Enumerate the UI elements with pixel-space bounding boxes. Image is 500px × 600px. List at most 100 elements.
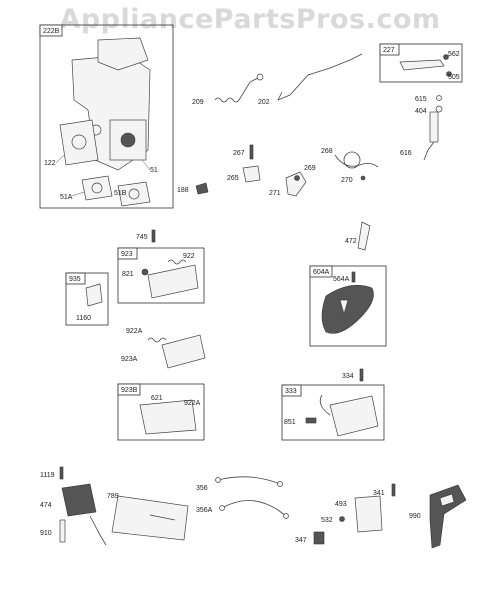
group-333-frame	[281, 384, 385, 441]
callout-474: 474	[40, 502, 52, 509]
wire-356-part	[217, 476, 281, 485]
callout-265: 265	[227, 175, 239, 182]
group-923: 923 821 922	[117, 247, 205, 304]
group-222B-tag	[39, 24, 63, 37]
callout-268: 268	[321, 148, 333, 155]
wire-356A-end-b	[283, 513, 289, 519]
group-333: 333 851	[281, 384, 385, 441]
leader-51	[141, 159, 151, 171]
wire-parts: 356 356A	[196, 476, 289, 519]
callout-1160: 1160	[76, 315, 91, 322]
callout-222B: 222B	[43, 28, 60, 35]
gasket-51A-hole	[91, 182, 103, 194]
callout-922A: 922A	[126, 328, 143, 335]
ignition-parts: 1119 474 910	[40, 466, 107, 546]
callout-188: 188	[177, 187, 189, 194]
screw-269-part	[294, 175, 300, 181]
callout-404: 404	[415, 108, 427, 115]
callout-616: 616	[400, 150, 412, 157]
clip-347-part	[313, 531, 325, 545]
callout-923A: 923A	[121, 356, 138, 363]
clip-270-part	[360, 175, 366, 181]
spring-209-part	[214, 77, 259, 103]
callout-621: 621	[151, 395, 163, 402]
part-789: 789	[107, 493, 189, 541]
callout-51A: 51A	[60, 194, 73, 201]
callout-604A: 604A	[313, 269, 330, 276]
washer-404-part	[435, 105, 443, 113]
callout-341: 341	[373, 490, 385, 497]
group-923-tag	[117, 247, 138, 260]
governor-parts: 267 265 188 268 269 271 270	[177, 144, 379, 197]
group-923-frame	[117, 247, 205, 304]
callout-935: 935	[69, 276, 81, 283]
group-923B-frame	[117, 383, 205, 441]
callout-356A: 356A	[196, 507, 213, 514]
shaft-616-body	[429, 111, 439, 143]
callout-209: 209	[192, 99, 204, 106]
rod-472-part	[357, 221, 371, 251]
callout-472: 472	[345, 238, 357, 245]
spring-209-end	[256, 73, 264, 81]
armature-333-wire	[319, 394, 331, 416]
group-935-tag	[65, 272, 86, 285]
handle-990-part	[429, 484, 467, 549]
callout-267: 267	[233, 150, 245, 157]
plate-493-part	[354, 495, 383, 533]
governor-923A-part	[161, 334, 206, 369]
leader-122	[55, 154, 65, 164]
cover-604A-part	[321, 285, 374, 334]
screw-564A-part	[351, 271, 356, 283]
group-333-tag	[281, 384, 302, 397]
group-923B-tag	[117, 383, 141, 396]
clip-188-part	[195, 182, 209, 195]
bracket-top-part	[97, 37, 149, 71]
wire-356-end-b	[277, 481, 283, 487]
callout-745: 745	[136, 234, 148, 241]
wire-356A-part	[221, 500, 287, 517]
bracket-parts: 341 493 532 347	[295, 483, 396, 545]
part-615-404-616: 615 404 616	[400, 95, 443, 161]
callout-51: 51	[150, 167, 158, 174]
callout-821: 821	[122, 271, 134, 278]
callout-333: 333	[285, 388, 297, 395]
nut-532-part	[339, 516, 345, 522]
callout-562: 562	[448, 51, 460, 58]
wire-356A-end-a	[219, 505, 225, 511]
callout-922: 922	[183, 253, 195, 260]
governor-923-part	[147, 264, 199, 299]
cover-604A-slot	[339, 299, 349, 316]
callout-922A-b: 922A	[184, 400, 201, 407]
group-935-frame	[65, 272, 109, 326]
plug-910-part	[59, 519, 66, 543]
screw-267-part	[249, 144, 254, 160]
governor-923B-part	[139, 399, 197, 435]
armature-333-part	[329, 395, 379, 437]
group-604A-frame	[309, 265, 387, 347]
callout-271: 271	[269, 190, 281, 197]
callout-122: 122	[44, 160, 56, 167]
group-604A: 604A 564A	[309, 265, 387, 347]
callout-789: 789	[107, 493, 119, 500]
bracket-265-part	[242, 165, 261, 183]
link-rod-202-part	[277, 53, 363, 101]
callout-615: 615	[415, 96, 427, 103]
cable-268-loop	[343, 151, 361, 169]
callout-990: 990	[409, 513, 421, 520]
group-604A-tag	[309, 265, 333, 278]
part-202: 202	[258, 53, 363, 106]
leader-51A	[71, 191, 85, 197]
screw-851-part	[305, 417, 317, 424]
part-209: 209	[192, 73, 264, 106]
callout-334: 334	[342, 373, 354, 380]
bracket-935-part	[85, 283, 103, 307]
spring-922-part	[167, 259, 187, 265]
group-227: 227 562 505	[379, 43, 463, 83]
group-923B: 923B 621 922A	[117, 383, 205, 441]
screw-334-part	[359, 368, 364, 382]
group-227-frame	[379, 43, 463, 83]
gasket-122-hole	[71, 134, 87, 150]
gasket-51B-hole	[128, 188, 140, 200]
callout-356: 356	[196, 485, 208, 492]
harness-789-part	[111, 495, 189, 541]
